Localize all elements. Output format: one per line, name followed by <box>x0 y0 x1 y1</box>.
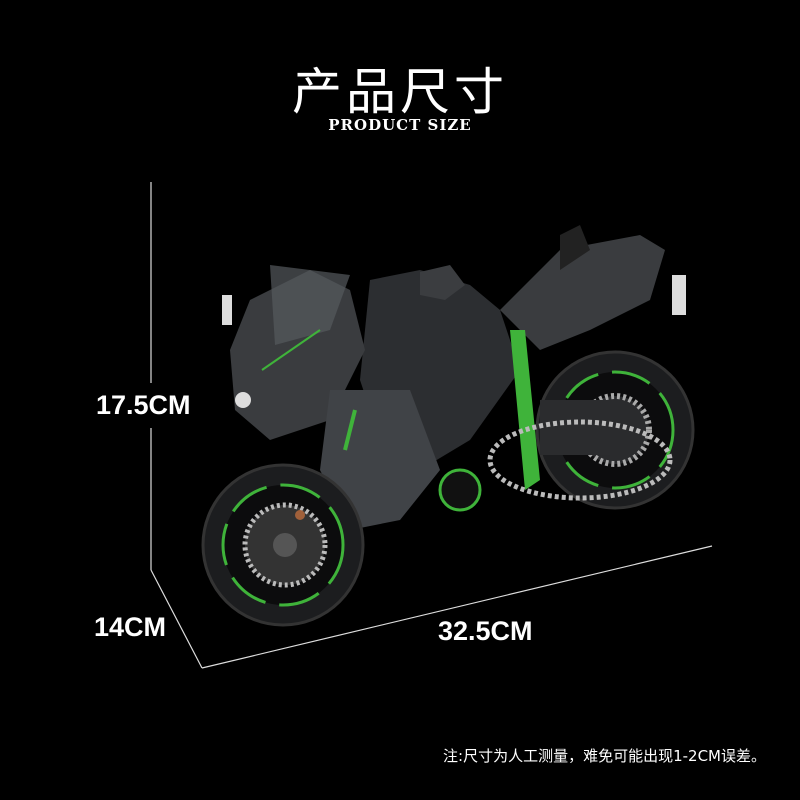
measurement-note: 注:尺寸为人工测量，难免可能出现1-2CM误差。 <box>443 747 766 765</box>
rear-wheel <box>535 350 695 510</box>
title-english: PRODUCT SIZE <box>328 116 472 134</box>
height-label: 17.5CM <box>96 390 191 420</box>
title-chinese: 产品尺寸 <box>292 63 508 121</box>
depth-label: 14CM <box>94 612 167 642</box>
dimension-lines <box>150 182 713 669</box>
length-label: 32.5CM <box>438 616 533 646</box>
length-line <box>201 545 713 669</box>
front-wheel <box>201 463 365 627</box>
depth-line <box>150 569 203 669</box>
motorcycle-body <box>222 225 686 530</box>
